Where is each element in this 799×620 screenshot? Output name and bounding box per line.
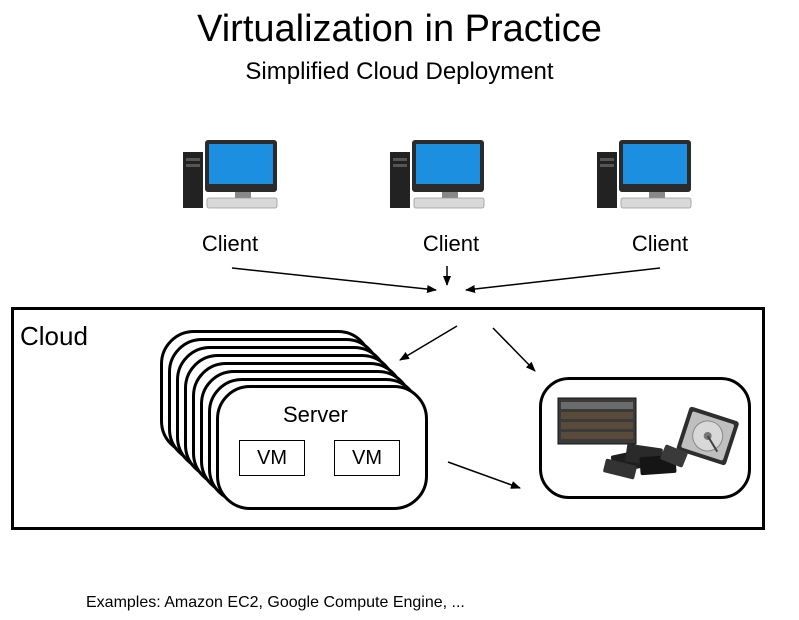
arrow-client3-to-cloud <box>465 267 661 293</box>
desktop-computer-icon <box>183 140 278 209</box>
client-label: Client <box>631 231 689 256</box>
client-label: Client <box>422 231 480 256</box>
page-title: Virtualization in Practice <box>197 8 602 50</box>
cloud-container <box>11 307 765 530</box>
storage-container <box>539 377 751 499</box>
desktop-computer-icon <box>597 140 692 209</box>
vm-box: VM <box>334 440 400 476</box>
arrow-client1-to-cloud <box>231 267 437 294</box>
client-label: Client <box>201 231 259 256</box>
vm-box: VM <box>239 440 305 476</box>
cloud-label: Cloud <box>20 321 88 351</box>
desktop-computer-icon <box>390 140 485 209</box>
server-label: Server <box>283 402 348 427</box>
examples-caption: Examples: Amazon EC2, Google Compute Eng… <box>86 594 465 611</box>
page-subtitle: Simplified Cloud Deployment <box>245 58 554 85</box>
